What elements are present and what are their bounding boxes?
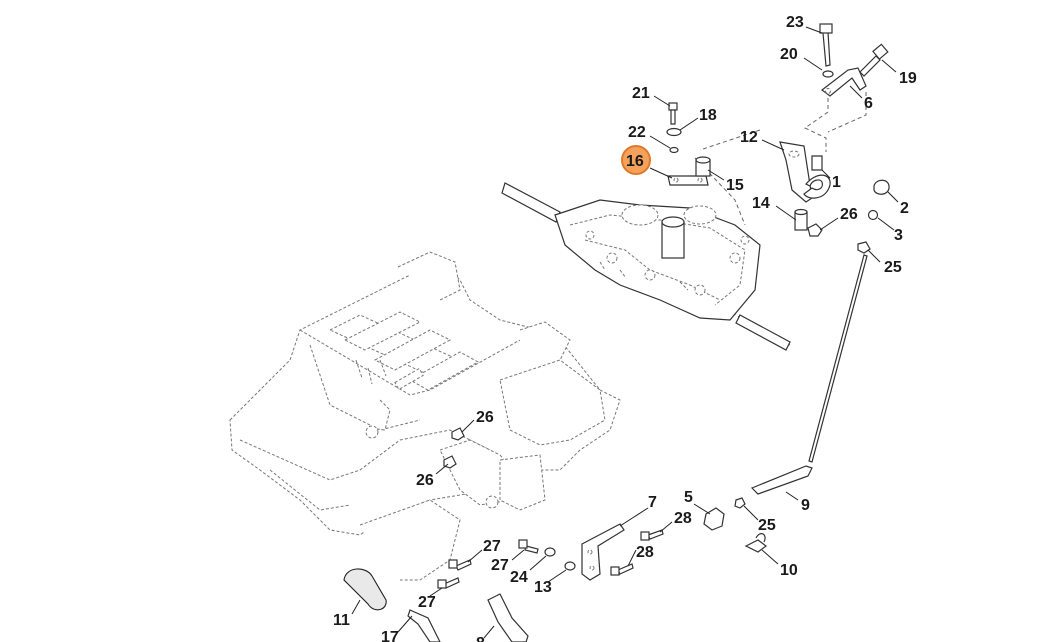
callout-12[interactable]: 12 bbox=[740, 129, 758, 146]
callout-19[interactable]: 19 bbox=[899, 70, 917, 87]
callout-26[interactable]: 26 bbox=[840, 206, 858, 223]
callout-25[interactable]: 25 bbox=[884, 259, 902, 276]
callout-24[interactable]: 24 bbox=[510, 569, 528, 586]
callout-23[interactable]: 23 bbox=[786, 14, 804, 31]
callout-labels: 23 20 19 6 21 18 22 12 16 15 1 2 14 26 3… bbox=[333, 14, 917, 642]
callout-18[interactable]: 18 bbox=[699, 107, 717, 124]
callout-10[interactable]: 10 bbox=[780, 562, 798, 579]
callout-9[interactable]: 9 bbox=[801, 497, 810, 514]
callout-28[interactable]: 28 bbox=[674, 510, 692, 527]
callout-22[interactable]: 22 bbox=[628, 124, 646, 141]
callout-27[interactable]: 27 bbox=[491, 557, 509, 574]
callout-8[interactable]: 8 bbox=[476, 635, 485, 642]
callout-13[interactable]: 13 bbox=[534, 579, 552, 596]
callout-26[interactable]: 26 bbox=[476, 409, 494, 426]
callout-2[interactable]: 2 bbox=[900, 200, 909, 217]
callout-28[interactable]: 28 bbox=[636, 544, 654, 561]
callout-25[interactable]: 25 bbox=[758, 517, 776, 534]
transaxle-assembly bbox=[501, 182, 791, 351]
callout-17[interactable]: 17 bbox=[381, 629, 399, 642]
callout-27[interactable]: 27 bbox=[483, 538, 501, 555]
chassis-frame bbox=[229, 251, 621, 581]
callout-20[interactable]: 20 bbox=[780, 46, 798, 63]
callout-21[interactable]: 21 bbox=[632, 85, 650, 102]
callout-6[interactable]: 6 bbox=[864, 95, 873, 112]
callout-11[interactable]: 11 bbox=[333, 612, 350, 629]
callout-7[interactable]: 7 bbox=[648, 494, 657, 511]
callout-16[interactable]: 16 bbox=[626, 153, 644, 170]
linkage-parts bbox=[343, 23, 890, 642]
highlight-marker bbox=[621, 145, 651, 175]
callout-27[interactable]: 27 bbox=[418, 594, 436, 611]
callout-14[interactable]: 14 bbox=[752, 195, 770, 212]
callout-3[interactable]: 3 bbox=[894, 227, 903, 244]
leader-lines bbox=[351, 26, 899, 639]
callout-26[interactable]: 26 bbox=[416, 472, 434, 489]
callout-15[interactable]: 15 bbox=[726, 177, 744, 194]
callout-1[interactable]: 1 bbox=[832, 174, 841, 191]
callout-5[interactable]: 5 bbox=[684, 489, 693, 506]
